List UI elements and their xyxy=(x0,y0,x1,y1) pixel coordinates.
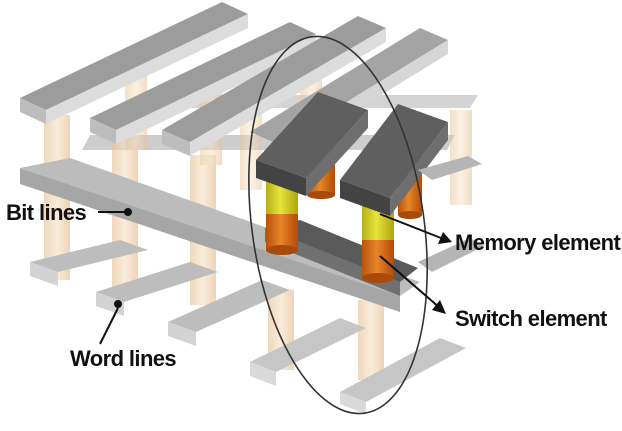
bit-line-top-1 xyxy=(20,2,248,110)
word-line-low-2 xyxy=(96,262,218,302)
bit-line-right-2 xyxy=(418,238,484,272)
highlighted-cells xyxy=(256,92,448,296)
bit-line-top-3-front xyxy=(162,130,190,156)
selected-bit-line-2-front xyxy=(340,180,390,216)
selected-bit-line-1-side xyxy=(306,110,368,196)
word-line-low-1-front xyxy=(30,262,58,286)
selected-bit-line-2-side xyxy=(390,122,448,216)
right-bit-lines xyxy=(418,156,484,272)
word-line-mid-front xyxy=(20,168,400,312)
bit-line-top-2-front xyxy=(90,118,116,144)
selected-bit-line-1-front xyxy=(256,160,306,196)
word-line-low-5 xyxy=(340,338,466,402)
pillar-cap xyxy=(266,245,298,255)
lower-word-lines xyxy=(30,240,466,414)
highlight-circle xyxy=(248,35,428,415)
switch-element xyxy=(266,214,298,250)
pillar-cap xyxy=(398,211,422,219)
word-lines-dot xyxy=(114,300,122,308)
bit-line-top-2 xyxy=(90,22,316,130)
bit-line-top-2-side xyxy=(116,34,316,144)
word-lines-label: Word lines xyxy=(70,346,176,371)
switch-element-arrowhead xyxy=(432,300,446,314)
memory-element-leader xyxy=(379,213,447,241)
bit-line-right-1 xyxy=(418,156,482,180)
bit-line-top-3-side xyxy=(190,28,386,156)
word-line-low-3-front xyxy=(168,322,196,346)
switch-element xyxy=(362,240,394,278)
bit-line-top-3 xyxy=(162,16,386,142)
callouts xyxy=(98,208,452,345)
pillar xyxy=(358,300,384,380)
word-lines-leader xyxy=(99,307,119,345)
switch-element-leader xyxy=(379,255,441,309)
bit-lines-dot xyxy=(124,208,132,216)
bit-line-top-1-side xyxy=(46,14,248,124)
selected-bit-line-2 xyxy=(340,104,448,198)
word-line-low-3 xyxy=(168,280,290,332)
memory-element-arrowhead xyxy=(438,232,452,244)
word-line-low-1 xyxy=(30,240,148,272)
word-line-low-5-front xyxy=(340,392,366,414)
word-line-low-4-front xyxy=(250,362,276,386)
memory-element-label: Memory element xyxy=(455,230,621,255)
bit-lines-label: Bit lines xyxy=(6,200,87,225)
bit-line-top-1-front xyxy=(20,98,46,124)
pillar-cap xyxy=(362,273,394,283)
word-line-low-4 xyxy=(250,318,366,372)
switch-element-label: Switch element xyxy=(455,306,608,331)
pillar xyxy=(450,110,472,205)
selected-bit-line-1 xyxy=(256,92,368,178)
pillar-cap xyxy=(307,191,335,199)
